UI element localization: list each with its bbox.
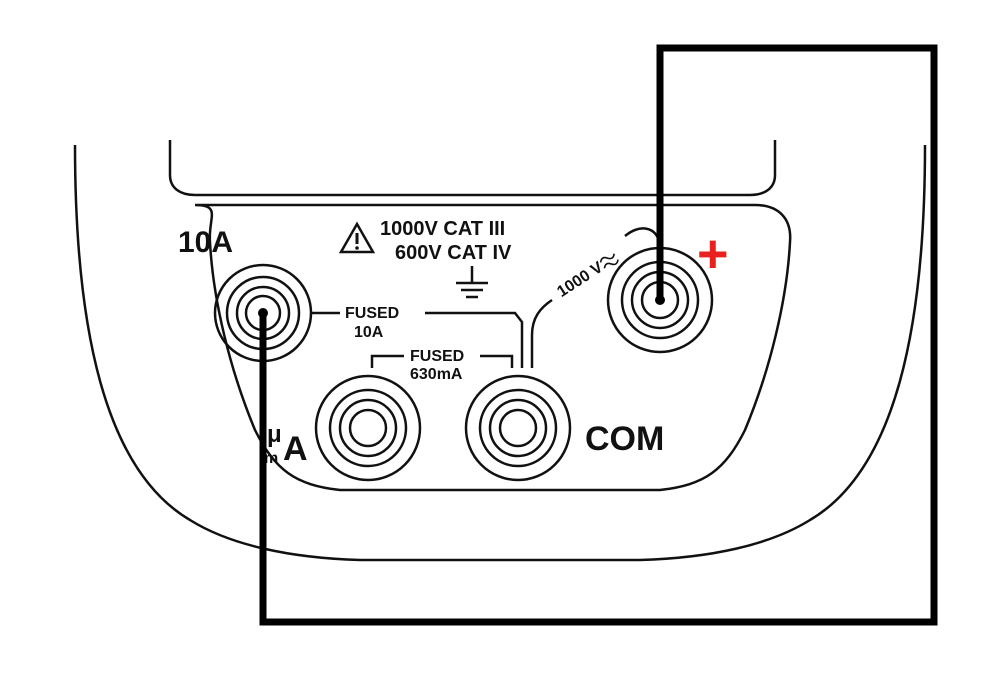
warning-rating-line1: 1000V CAT III	[380, 218, 505, 240]
jack-com	[464, 374, 572, 482]
fused-10a-label-line1: FUSED	[345, 305, 399, 322]
ac-dc-wave-icon	[599, 253, 619, 269]
housing-upper-contour	[168, 140, 777, 197]
fused-630ma-label-line1: FUSED	[410, 348, 464, 365]
voltage-rating-group: 1000 V	[554, 253, 619, 301]
fused-630ma-label-line2: 630mA	[410, 366, 463, 383]
probe-tip-positive	[655, 295, 665, 305]
jack-ua-ma	[314, 374, 422, 482]
positive-terminal-plus: +	[697, 224, 729, 284]
voltage-rating-label: 1000 V	[554, 259, 606, 301]
ground-symbol-icon	[456, 266, 488, 299]
warning-rating-line2: 600V CAT IV	[395, 242, 512, 264]
port-ma-label-unit: A	[283, 430, 308, 468]
fused-10a-label-line2: 10A	[354, 324, 384, 341]
warning-triangle-icon	[338, 221, 376, 254]
port-ma-label-micro: μ	[267, 421, 282, 448]
test-lead-wire	[259, 44, 938, 626]
fused-10a-bracket	[312, 311, 524, 368]
fused-630ma-bracket	[370, 354, 514, 368]
port-com-label: COM	[585, 420, 664, 458]
input-panel-border	[194, 203, 792, 492]
housing-outer-outline	[73, 144, 927, 562]
port-10a-label: 10A	[178, 226, 233, 259]
probe-tip-10a	[258, 308, 268, 318]
port-ma-label-milli: m	[264, 450, 278, 467]
